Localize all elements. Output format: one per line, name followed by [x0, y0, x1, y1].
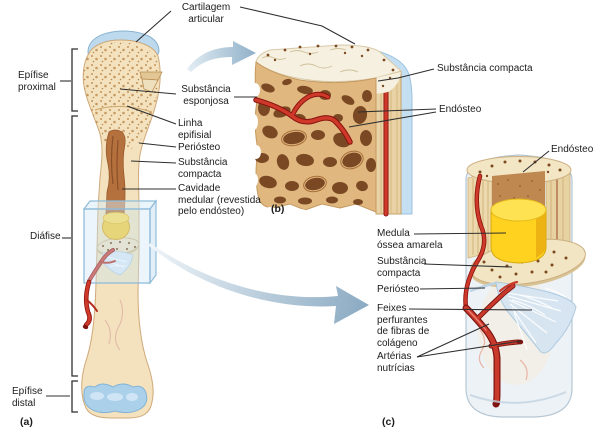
label-substancia-esponjosa: Substância esponjosa — [181, 84, 231, 107]
label-arterias-nutricias: Artérias nutrícias — [377, 351, 415, 374]
yellow-marrow-plug — [102, 212, 130, 240]
label-epifise-proximal: Epífise proximal — [18, 70, 56, 93]
label-feixes-perfurantes: Feixes perfurantes de fibras de colágeno — [377, 303, 430, 349]
spongy-bone-cube — [250, 44, 413, 217]
label-periosteo-a: Periósteo — [178, 142, 221, 153]
section-brackets — [71, 48, 78, 413]
leader-lines — [46, 6, 550, 397]
label-medula-ossea-amarela: Medula óssea amarela — [377, 228, 443, 251]
label-cavidade-medular: Cavidade medular (revestida pelo endóste… — [178, 183, 261, 217]
label-linha-epifisial: Linha epifisial — [178, 118, 212, 141]
nutrient-artery-a — [82, 279, 98, 330]
shaft-cylinder — [462, 154, 586, 418]
label-b-substancia-compacta: Substância compacta — [437, 63, 533, 74]
diaphysis-cutaway-box — [82, 199, 158, 285]
label-periosteo-c: Periósteo — [377, 284, 420, 295]
panel-letter-a: (a) — [20, 416, 33, 428]
label-epifise-distal: Epífise distal — [12, 386, 43, 409]
label-substancia-compacta-c: Substância compacta — [377, 256, 427, 279]
arrow-to-panel-b — [187, 41, 256, 72]
panel-letter-c: (c) — [382, 416, 395, 428]
yellow-marrow-c — [490, 198, 547, 264]
periosteum-flap — [495, 281, 577, 354]
label-substancia-compacta-a: Substância compacta — [178, 157, 228, 180]
cube-blood-vessels — [253, 91, 353, 145]
label-diafise: Diáfise — [30, 231, 61, 242]
arrow-to-panel-c — [149, 243, 369, 324]
label-c-endosteo: Endósteo — [551, 144, 594, 155]
bracket-diafise — [71, 115, 78, 377]
collagen-fibers — [506, 287, 567, 351]
long-bone-illustration — [81, 30, 163, 419]
bracket-epifise-proximal — [71, 48, 78, 112]
label-cartilagem-articular: Cartilagem articular — [181, 2, 231, 25]
zoom-arrows — [149, 41, 369, 324]
medullary-cavity — [105, 129, 126, 215]
label-b-endosteo: Endósteo — [439, 104, 482, 115]
panel-letter-b: (b) — [271, 203, 285, 215]
bracket-epifise-distal — [71, 380, 78, 413]
